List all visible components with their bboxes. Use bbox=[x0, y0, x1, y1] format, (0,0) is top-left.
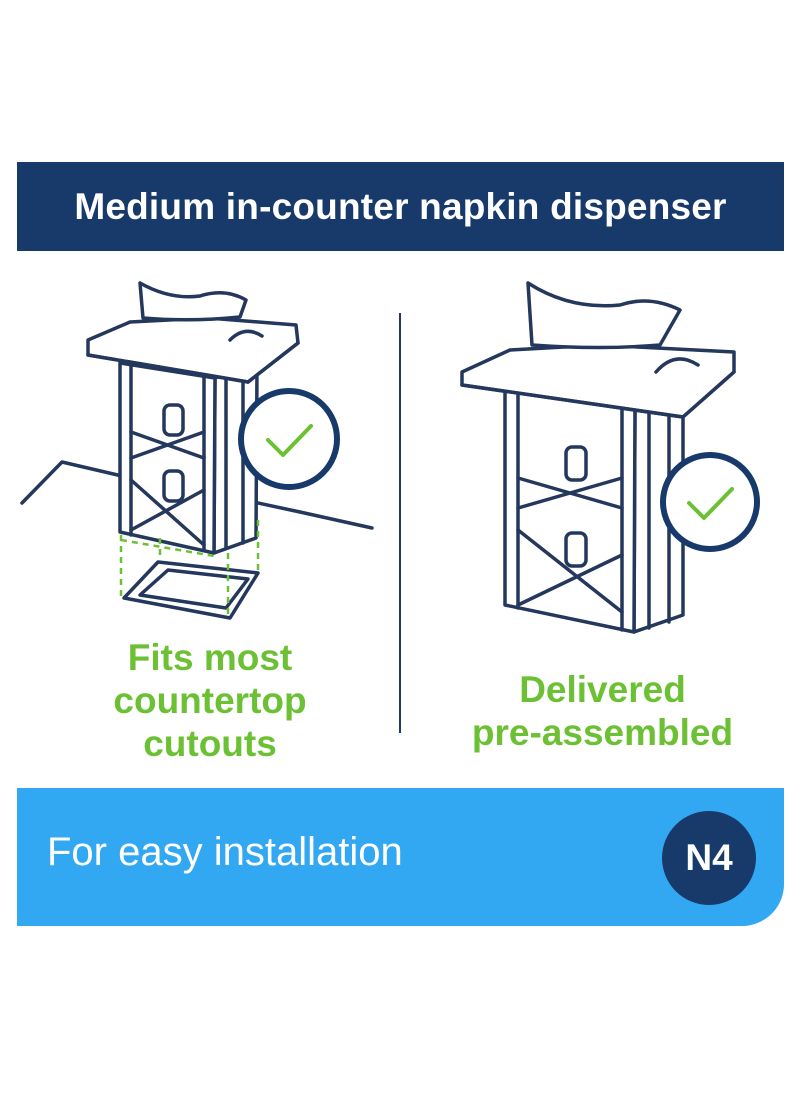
header-banner: Medium in-counter napkin dispenser bbox=[17, 162, 784, 251]
caption-line: countertop bbox=[113, 680, 307, 721]
left-checkmark-icon bbox=[238, 388, 340, 490]
column-divider bbox=[399, 313, 401, 733]
caption-line: pre-assembled bbox=[471, 712, 734, 753]
caption-line: cutouts bbox=[143, 723, 277, 764]
right-checkmark-icon bbox=[660, 452, 760, 552]
caption-line: Fits most bbox=[127, 637, 293, 678]
footer-banner: For easy installation N4 bbox=[17, 788, 784, 926]
caption-line: Delivered bbox=[519, 669, 686, 710]
system-badge: N4 bbox=[662, 811, 756, 905]
footer-tagline: For easy installation bbox=[47, 830, 403, 874]
feature-caption-cutouts: Fits most countertop cutouts bbox=[60, 636, 360, 765]
page-title: Medium in-counter napkin dispenser bbox=[74, 185, 727, 227]
system-badge-label: N4 bbox=[685, 837, 733, 878]
feature-caption-preassembled: Delivered pre-assembled bbox=[430, 668, 775, 754]
